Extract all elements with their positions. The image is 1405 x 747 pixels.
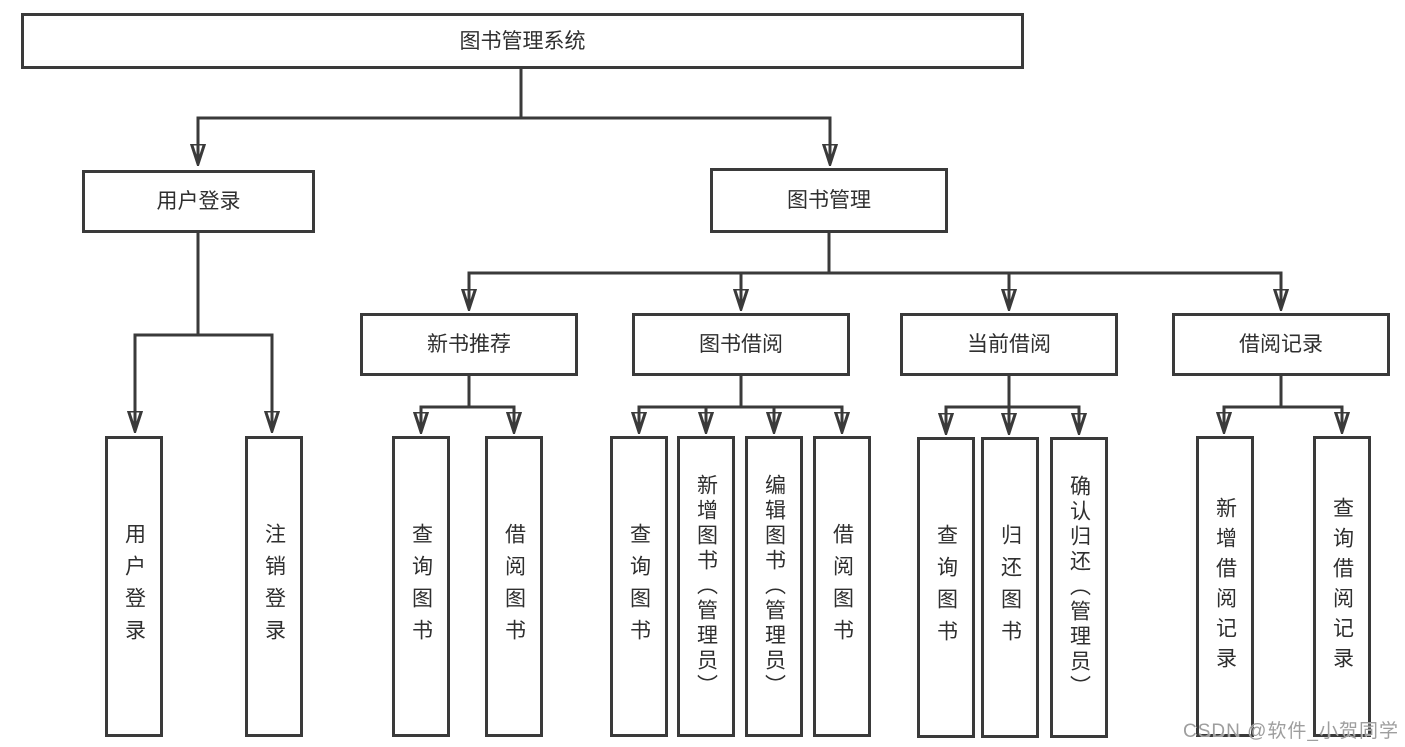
node-book-management-label: 图书管理 — [787, 189, 871, 212]
leaf-query-borrow-record: 查询借阅记录 — [1313, 436, 1371, 737]
connector-current-children — [945, 376, 1081, 433]
node-borrowing-records: 借阅记录 — [1172, 313, 1390, 376]
leaf-borrow-books-recommend-label: 借阅图书 — [502, 522, 526, 651]
connector-borrow-children — [638, 376, 844, 432]
leaf-confirm-return-admin: 确认归还（管理员） — [1050, 437, 1108, 738]
leaf-edit-book-admin: 编辑图书（管理员） — [745, 436, 803, 737]
leaf-borrow-books-label: 借阅图书 — [830, 522, 854, 651]
connector-newbook-children — [420, 376, 516, 432]
leaf-user-login-label: 用户登录 — [122, 522, 146, 651]
leaf-add-book-admin: 新增图书（管理员） — [677, 436, 735, 737]
node-book-borrowing-label: 图书借阅 — [699, 333, 783, 356]
connector-bookmgmt-children — [468, 233, 1283, 309]
leaf-borrow-books: 借阅图书 — [813, 436, 871, 737]
node-book-borrowing: 图书借阅 — [632, 313, 850, 376]
leaf-add-book-admin-label: 新增图书（管理员） — [694, 474, 718, 699]
connector-userlogin-children — [134, 233, 274, 431]
connector-root-to-level2 — [197, 69, 832, 164]
leaf-add-borrow-record: 新增借阅记录 — [1196, 436, 1254, 737]
node-library-system-label: 图书管理系统 — [459, 29, 586, 53]
leaf-add-borrow-record-label: 新增借阅记录 — [1213, 496, 1237, 677]
node-new-book-recommend-label: 新书推荐 — [427, 333, 511, 356]
node-new-book-recommend: 新书推荐 — [360, 313, 578, 376]
leaf-query-borrow-record-label: 查询借阅记录 — [1330, 496, 1354, 677]
node-library-system: 图书管理系统 — [21, 13, 1024, 69]
leaf-logout-label: 注销登录 — [262, 522, 286, 651]
node-user-login-label: 用户登录 — [156, 190, 241, 213]
node-borrowing-records-label: 借阅记录 — [1239, 333, 1323, 356]
leaf-edit-book-admin-label: 编辑图书（管理员） — [762, 474, 786, 699]
leaf-query-books-borrowing-label: 查询图书 — [627, 522, 651, 651]
connector-records-children — [1223, 376, 1344, 432]
leaf-borrow-books-recommend: 借阅图书 — [485, 436, 543, 737]
leaf-query-books-current: 查询图书 — [917, 437, 975, 738]
node-current-borrowing-label: 当前借阅 — [967, 333, 1051, 356]
csdn-watermark: CSDN @软件_小贺同学 — [1183, 721, 1399, 742]
leaf-return-books-label: 归还图书 — [998, 523, 1022, 652]
node-book-management: 图书管理 — [710, 168, 948, 233]
leaf-return-books: 归还图书 — [981, 437, 1039, 738]
leaf-query-books-recommend-label: 查询图书 — [409, 522, 433, 651]
node-current-borrowing: 当前借阅 — [900, 313, 1118, 376]
node-user-login: 用户登录 — [82, 170, 315, 233]
leaf-logout: 注销登录 — [245, 436, 303, 737]
leaf-query-books-recommend: 查询图书 — [392, 436, 450, 737]
leaf-query-books-borrowing: 查询图书 — [610, 436, 668, 737]
leaf-confirm-return-admin-label: 确认归还（管理员） — [1067, 475, 1091, 700]
leaf-user-login: 用户登录 — [105, 436, 163, 737]
leaf-query-books-current-label: 查询图书 — [934, 523, 958, 652]
